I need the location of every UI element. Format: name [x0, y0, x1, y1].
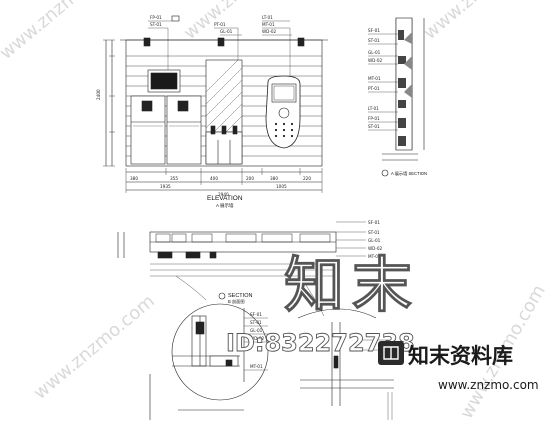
section-notes: SF-01 ST-01 GL-01 WD-02 MT-01 [368, 220, 383, 259]
svg-text:LT-01: LT-01 [262, 15, 273, 20]
side-section-title: A 展示墙 SECTION [391, 170, 427, 177]
section-drawing [117, 221, 366, 317]
svg-text:220: 220 [303, 176, 311, 181]
svg-text:FP-01: FP-01 [150, 15, 162, 20]
svg-text:380: 380 [270, 176, 278, 181]
elevation-tiny-notes: FP-01 ST-01 PT-01 GL-01 LT-01 MT-01 WD-0… [96, 15, 311, 197]
diagonal-watermark-bottom-left: www.znzmo.com [30, 291, 159, 404]
watermark-url: www.znzmo.com [438, 378, 539, 392]
svg-text:GL-01: GL-01 [368, 238, 381, 243]
svg-text:MT-01: MT-01 [368, 254, 381, 259]
svg-text:MT-01: MT-01 [368, 76, 381, 81]
watermark-brand-big: 知末 [284, 251, 420, 321]
phone-model [265, 75, 301, 149]
svg-text:400: 400 [210, 176, 218, 181]
section-title: SECTION [228, 293, 252, 299]
svg-text:ST-01: ST-01 [368, 230, 380, 235]
svg-text:GL-01: GL-01 [220, 29, 233, 34]
elevation-subtitle: A 展示墙 [216, 202, 234, 209]
svg-text:WD-02: WD-02 [368, 58, 383, 63]
svg-text:2400: 2400 [96, 89, 101, 100]
svg-text:SF-01: SF-01 [368, 220, 380, 225]
detail-right [297, 308, 394, 420]
svg-text:1935: 1935 [160, 184, 171, 189]
watermark-site-name: 知末资料库 [408, 344, 513, 368]
svg-text:WD-02: WD-02 [250, 336, 265, 341]
svg-text:1005: 1005 [276, 184, 287, 189]
svg-text:PT-01: PT-01 [214, 22, 226, 27]
diagonal-watermark-top: www.znzmo.com [180, 0, 309, 44]
svg-text:380: 380 [130, 176, 138, 181]
diagonal-watermark-top-right: www.znzmo.com [420, 0, 549, 44]
svg-text:ST-01: ST-01 [368, 38, 380, 43]
svg-text:GL-01: GL-01 [368, 50, 381, 55]
svg-text:2940: 2940 [218, 192, 229, 197]
svg-text:WD-02: WD-02 [262, 29, 277, 34]
elevation-drawing [103, 15, 328, 193]
svg-text:200: 200 [246, 176, 254, 181]
svg-text:ST-01: ST-01 [368, 124, 380, 129]
svg-text:LT-01: LT-01 [368, 106, 379, 111]
svg-text:SF-01: SF-01 [368, 28, 380, 33]
side-section-drawing [368, 17, 425, 177]
svg-text:GL-01: GL-01 [250, 328, 263, 333]
svg-text:PT-01: PT-01 [368, 86, 380, 91]
detail-left-notes: SF-01 ST-01 GL-01 WD-02 MT-01 [250, 312, 265, 369]
svg-text:FP-01: FP-01 [368, 116, 380, 121]
elevation-title: ELEVATION [207, 195, 243, 202]
svg-text:WD-02: WD-02 [368, 246, 383, 251]
svg-text:MT-01: MT-01 [250, 364, 263, 369]
watermark-logo-badge [378, 341, 404, 365]
section-subtitle: B 剖面图 [228, 298, 245, 305]
side-section-notes: SF-01 ST-01 GL-01 WD-02 MT-01 PT-01 LT-0… [368, 28, 383, 129]
svg-text:ST-01: ST-01 [250, 320, 262, 325]
svg-text:MT-01: MT-01 [262, 22, 275, 27]
svg-text:ST-01: ST-01 [150, 22, 162, 27]
detail-left [149, 303, 269, 420]
svg-text:355: 355 [170, 176, 178, 181]
svg-text:SF-01: SF-01 [250, 312, 262, 317]
